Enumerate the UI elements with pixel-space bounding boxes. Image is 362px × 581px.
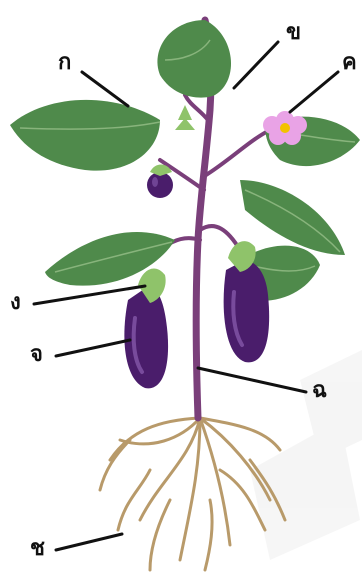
label-khor2: ค	[342, 52, 357, 74]
buds	[175, 105, 195, 130]
leaf-right-middle	[240, 180, 345, 255]
pointer-chor-stem	[198, 368, 306, 392]
label-chor-stem: ฉ	[312, 380, 327, 402]
watermark	[250, 350, 362, 560]
label-chor-root: ช	[30, 538, 45, 560]
leaf-left-upper	[10, 100, 160, 171]
pointer-khor	[234, 42, 278, 88]
label-jor: จ	[30, 344, 43, 366]
label-kor: ก	[58, 52, 71, 74]
label-khor: ข	[286, 22, 301, 44]
pointer-chor-root	[56, 534, 122, 550]
pointer-khor2	[290, 72, 338, 112]
leaf-top	[157, 20, 231, 98]
pointer-jor	[56, 340, 130, 356]
small-eggplant	[147, 165, 173, 199]
label-ngor: ง	[10, 292, 21, 314]
